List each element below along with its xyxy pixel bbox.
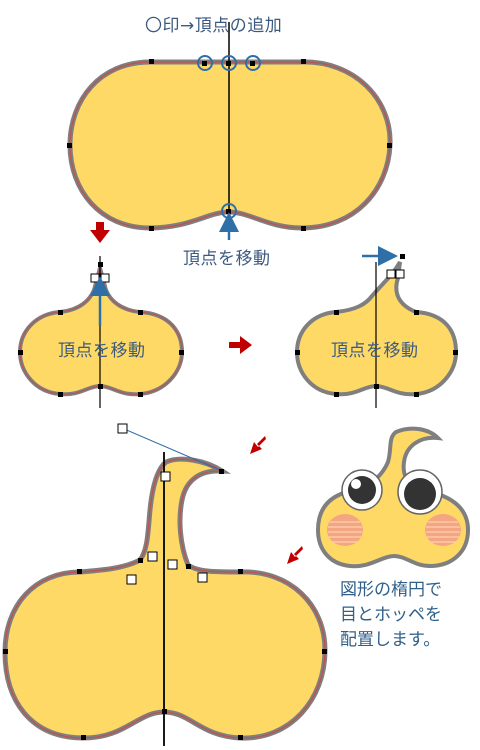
vertex-handles [67,59,392,231]
note-text: 図形の楕円で 目とホッペを 配置します。 [340,578,442,653]
right-cheek [425,514,461,546]
top-instruction-label: 〇印→頂点の追加 [145,16,283,36]
step-arrow-right [229,336,252,354]
note-line-2: 目とホッペを [340,605,442,625]
shape-text-right: 頂点を移動 [331,341,419,361]
left-cheek [327,514,363,546]
shape-step2-left [17,256,185,408]
note-line-1: 図形の楕円で [340,580,442,600]
step-arrow-diagonal-1 [250,436,266,454]
bezier-handle-line [121,427,223,472]
step-arrow-diagonal-2 [287,546,303,564]
final-shape [2,423,328,746]
step-arrow-down [90,222,110,243]
finished-character [315,426,471,569]
shape-step2-right [294,246,459,408]
shape-text-left: 頂点を移動 [58,341,146,361]
note-line-3: 配置します。 [340,630,441,650]
peanut-shape-step1 [67,22,393,240]
move-vertex-label: 頂点を移動 [183,249,271,269]
